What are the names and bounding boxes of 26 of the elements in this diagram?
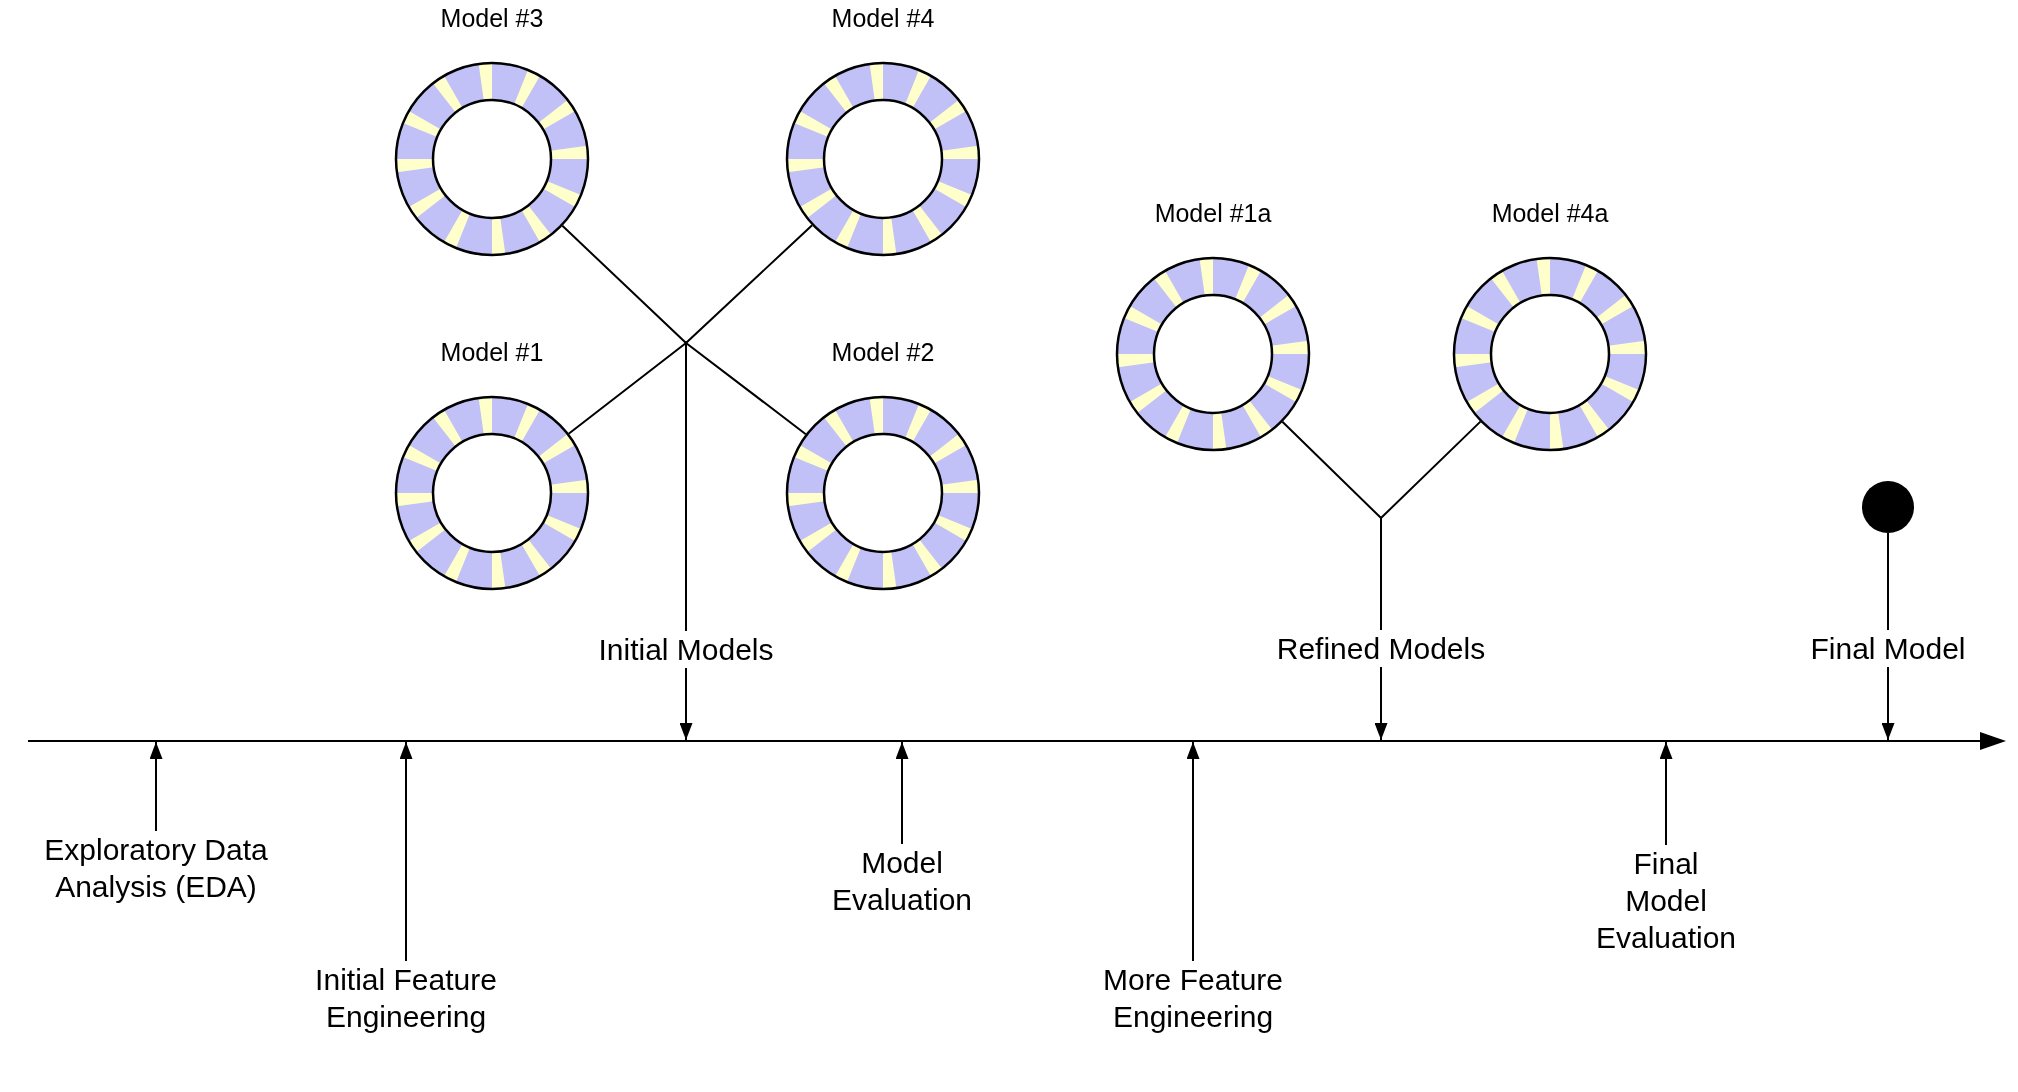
connector-line [1887, 532, 1889, 631]
stage-label: Initial Feature Engineering [296, 961, 516, 1035]
arrow [1374, 666, 1388, 741]
arrow [679, 667, 693, 741]
stage-label: Final Model Evaluation [1591, 845, 1741, 956]
arrow [1659, 741, 1673, 846]
model-label: Model #2 [830, 337, 936, 367]
arrow [895, 741, 909, 845]
stage-label: Exploratory Data Analysis (EDA) [31, 831, 281, 905]
arrow [1186, 741, 1200, 962]
connector-line [685, 341, 807, 632]
stage-label: Model Evaluation [812, 844, 992, 918]
stage-label: Initial Models [566, 631, 806, 668]
model-label: Model #1 [439, 337, 545, 367]
model-label: Model #1a [1153, 198, 1273, 228]
arrow [149, 741, 163, 832]
model-label: Model #3 [439, 3, 545, 33]
model-label: Model #4a [1490, 198, 1610, 228]
stage-label: Refined Models [1251, 630, 1511, 667]
stage-label: More Feature Engineering [1083, 961, 1303, 1035]
model-label: Model #4 [830, 3, 936, 33]
connector-line [1380, 420, 1482, 631]
arrow [399, 741, 413, 962]
stage-label: Final Model [1788, 630, 1988, 667]
milestone-dot [1862, 481, 1914, 533]
arrow [1881, 666, 1895, 741]
